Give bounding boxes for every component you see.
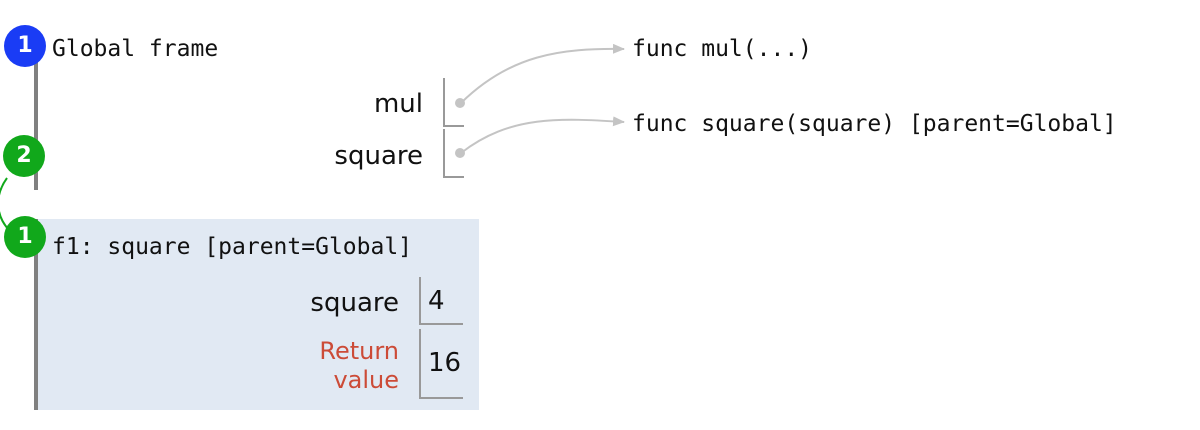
f1-frame-title: f1: square [parent=Global]: [52, 234, 413, 260]
f1-var-square-value: 4: [428, 286, 445, 316]
global-var-mul-box: [443, 78, 464, 127]
heap-func-mul: func mul(...): [632, 36, 813, 62]
f1-frame: [38, 219, 479, 410]
f1-var-square-box: [419, 277, 463, 325]
step-badge-call: 2: [3, 135, 45, 177]
global-frame-title: Global frame: [52, 36, 219, 62]
global-var-mul-name: mul: [373, 89, 423, 119]
global-var-square-box: [443, 129, 464, 178]
f1-var-square-name: square: [310, 288, 399, 318]
call-connector: [0, 177, 10, 231]
global-var-square-name: square: [334, 141, 423, 171]
global-var-mul-pointer-dot: [455, 98, 465, 108]
f1-return-label-line2: value: [333, 366, 399, 394]
f1-frame-bar: [34, 219, 38, 410]
f1-return-label-line1: Return: [319, 337, 399, 365]
f1-return-value: 16: [428, 348, 462, 378]
pointer-arrow-mul: [460, 43, 625, 104]
global-frame-bar: [34, 30, 38, 190]
heap-func-square: func square(square) [parent=Global]: [632, 111, 1117, 137]
global-var-square-pointer-dot: [455, 148, 465, 158]
step-badge-f1: 1: [4, 216, 46, 258]
step-badge-global: 1: [4, 25, 46, 67]
pointer-arrow-square: [460, 116, 625, 154]
f1-return-value-box: [419, 329, 463, 399]
